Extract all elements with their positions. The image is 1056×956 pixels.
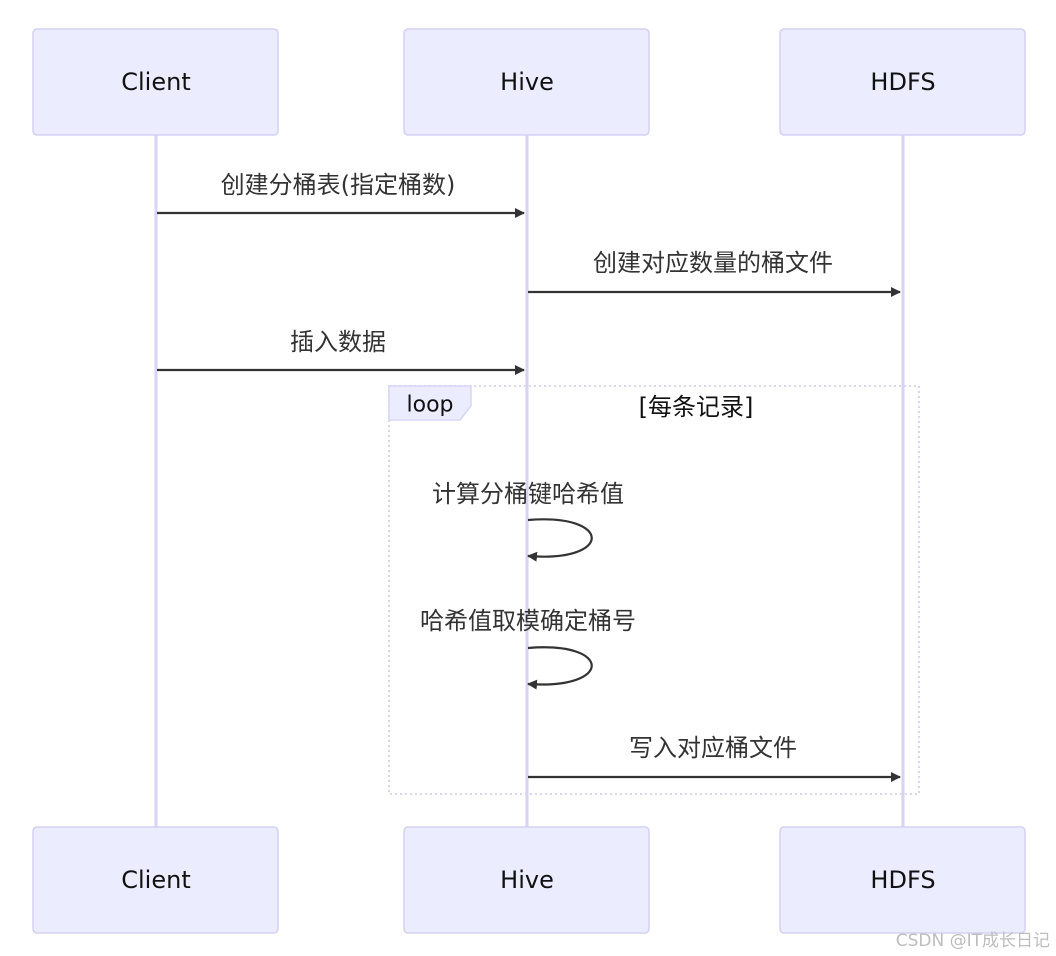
actor-hive-bottom-label: Hive [500, 866, 554, 894]
loop-tag [388, 385, 472, 421]
loop-border [388, 385, 920, 795]
watermark: CSDN @IT成长日记 [896, 931, 1050, 951]
message-3-label: 插入数据 [290, 328, 386, 356]
message-compute-hash: 计算分桶键哈希值 [432, 480, 624, 562]
actor-hive-top: Hive [403, 28, 650, 136]
actor-hdfs-top: HDFS [779, 28, 1026, 136]
actor-hdfs-top-label: HDFS [870, 68, 935, 96]
message-create-bucket-table: 创建分桶表(指定桶数) [157, 171, 525, 218]
message-4-label: 计算分桶键哈希值 [432, 480, 624, 508]
actor-client-top: Client [32, 28, 279, 136]
loop-frame: loop [每条记录] [388, 385, 920, 795]
loop-condition: [每条记录] [639, 393, 754, 421]
actor-hdfs-bottom-label: HDFS [870, 866, 935, 894]
loop-tag-label: loop [407, 393, 454, 418]
actor-hive-bottom: Hive [403, 826, 650, 934]
actor-client-bottom: Client [32, 826, 279, 934]
message-create-bucket-files: 创建对应数量的桶文件 [528, 249, 901, 297]
message-4-arrow [527, 518, 593, 562]
message-5-arrow [527, 646, 593, 690]
message-insert-data: 插入数据 [157, 328, 525, 375]
actor-hdfs-bottom: HDFS [779, 826, 1026, 934]
actor-hive-top-label: Hive [500, 68, 554, 96]
actor-client-bottom-label: Client [121, 866, 190, 894]
message-6-label: 写入对应桶文件 [629, 734, 797, 762]
message-modulo-bucket: 哈希值取模确定桶号 [420, 607, 636, 690]
message-2-label: 创建对应数量的桶文件 [593, 249, 833, 277]
actor-client-top-label: Client [121, 68, 190, 96]
message-1-label: 创建分桶表(指定桶数) [221, 171, 456, 199]
message-5-label: 哈希值取模确定桶号 [420, 607, 636, 635]
message-write-bucket-file: 写入对应桶文件 [528, 734, 901, 782]
